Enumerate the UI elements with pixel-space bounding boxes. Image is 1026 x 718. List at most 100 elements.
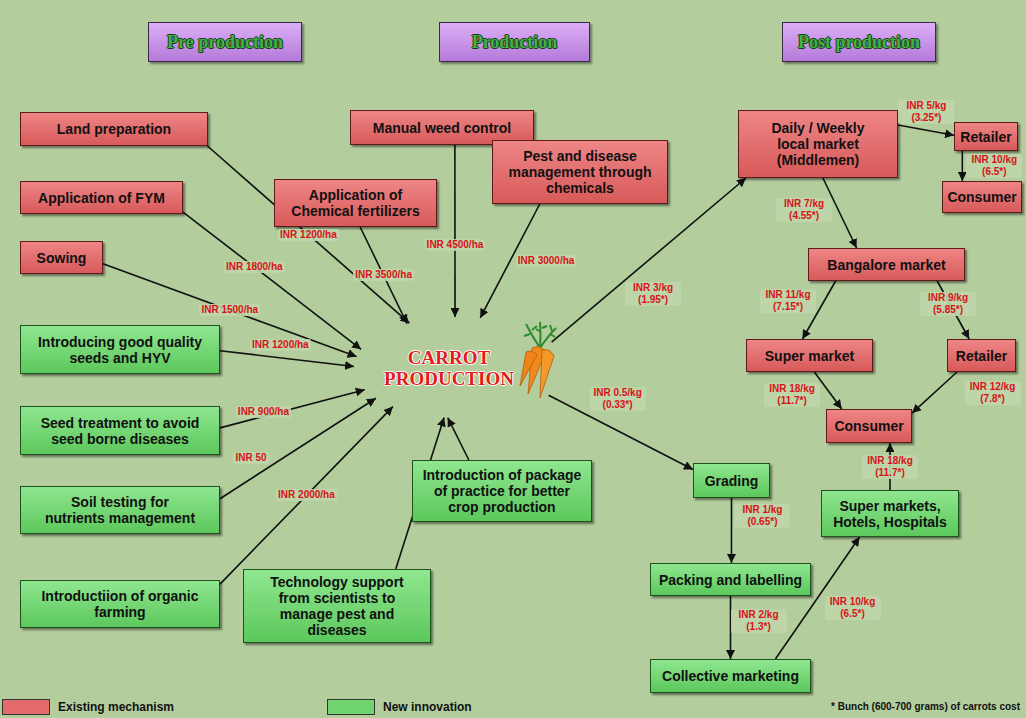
box-text: Grading	[705, 473, 759, 489]
box-text: Pest and disease management through chem…	[498, 148, 662, 196]
stage-header: Post production	[782, 22, 936, 62]
existing-box: Land preparation	[20, 112, 208, 146]
flow-arrow	[207, 146, 409, 323]
price-label: INR 2000/ha	[276, 489, 337, 501]
price-label-box: INR 3500/ha	[353, 269, 414, 281]
price-label-box: INR 10/kg (6.5*)	[825, 596, 881, 620]
existing-box: Bangalore market	[808, 248, 965, 281]
price-label: INR 0.5/kg (0.33*)	[590, 387, 646, 411]
price-label: INR 11/kg (7.15*)	[760, 289, 816, 313]
innovation-box: Seed treatment to avoid seed borne disea…	[20, 406, 220, 455]
existing-box: Super market	[746, 339, 873, 372]
box-text: Bangalore market	[827, 257, 945, 273]
price-label-box: INR 11/kg (7.15*)	[760, 289, 816, 313]
box-text: Soil testing for nutrients management	[42, 494, 198, 526]
box-text: Post production	[798, 32, 920, 52]
price-label: INR 10/kg (6.5*)	[825, 596, 881, 620]
price-label-box: INR 4500/ha	[425, 239, 486, 251]
price-label-box: INR 3/kg (1.95*)	[625, 282, 681, 306]
existing-box: Daily / Weekly local market (Middlemen)	[738, 110, 898, 178]
existing-box: Consumer	[942, 181, 1022, 213]
price-label-box: INR 10/kg (6.5*)	[966, 154, 1022, 178]
price-label: INR 18/kg (11.7*)	[764, 383, 820, 407]
box-text: Production	[472, 32, 558, 52]
price-label-box: INR 7/kg (4.55*)	[776, 198, 832, 222]
box-text: Introductiion of organic farming	[30, 588, 210, 620]
box-text: Packing and labelling	[659, 572, 802, 588]
box-text: Collective marketing	[662, 668, 799, 684]
legend-entry: New innovation	[327, 699, 472, 715]
legend-text: Existing mechanism	[58, 700, 174, 714]
existing-box: Sowing	[20, 241, 103, 274]
price-label: INR 3500/ha	[353, 269, 414, 281]
legend-swatch	[327, 699, 375, 715]
price-label: INR 3000/ha	[516, 255, 577, 267]
stage-header: Production	[439, 22, 590, 62]
price-label-box: INR 5/kg (3.25*)	[898, 100, 954, 124]
innovation-box: Packing and labelling	[650, 563, 811, 596]
innovation-box: Grading	[693, 463, 770, 498]
flow-arrow	[220, 390, 365, 428]
flow-arrow	[912, 372, 957, 413]
innovation-box: Collective marketing	[650, 659, 811, 693]
box-text: Introduction of package of practice for …	[420, 467, 585, 515]
price-label: INR 1500/ha	[199, 304, 260, 316]
flow-arrow	[448, 418, 469, 460]
price-label-box: INR 18/kg (11.7*)	[862, 455, 918, 479]
price-label: INR 10/kg (6.5*)	[966, 154, 1022, 178]
flow-arrow	[962, 151, 964, 181]
price-label: INR 4500/ha	[425, 239, 486, 251]
existing-box: Consumer	[826, 409, 912, 443]
price-label-box: INR 0.5/kg (0.33*)	[590, 387, 646, 411]
flow-arrow	[731, 498, 733, 563]
box-text: Technology support from scientists to ma…	[262, 574, 412, 638]
price-label-box: INR 2000/ha	[276, 489, 337, 501]
box-text: Super market	[765, 348, 854, 364]
footnote: * Bunch (600-700 grams) of carrots cost	[831, 701, 1020, 713]
box-text: Manual weed control	[373, 120, 511, 136]
stage-header: Pre production	[148, 22, 302, 62]
price-label-box: INR 50	[233, 452, 268, 464]
price-label-box: INR 1200/ha	[278, 229, 339, 241]
price-label-box: INR 12/kg (7.8*)	[965, 381, 1021, 405]
box-text: Sowing	[37, 250, 87, 266]
price-label: INR 50	[233, 452, 268, 464]
flow-arrow	[220, 407, 393, 585]
innovation-box: Introductiion of organic farming	[20, 580, 220, 628]
price-label: INR 3/kg (1.95*)	[625, 282, 681, 306]
innovation-box: Super markets, Hotels, Hospitals	[821, 490, 959, 537]
box-text: Consumer	[947, 189, 1016, 205]
legend-text: New innovation	[383, 700, 472, 714]
box-text: Retailer	[956, 348, 1007, 364]
legend-swatch	[2, 699, 50, 715]
box-text: Seed treatment to avoid seed borne disea…	[30, 415, 210, 447]
price-label: INR 900/ha	[236, 406, 291, 418]
price-label: INR 1/kg (0.65*)	[734, 504, 790, 528]
box-text: Consumer	[834, 418, 903, 434]
box-text: Land preparation	[57, 121, 171, 137]
innovation-box: Introduction of package of practice for …	[412, 460, 592, 522]
existing-box: Application of Chemical fertilizers	[274, 179, 437, 227]
box-text: Introducing good quality seeds and HYV	[30, 334, 210, 366]
price-label-box: INR 18/kg (11.7*)	[764, 383, 820, 407]
price-label-box: INR 3000/ha	[516, 255, 577, 267]
price-label: INR 1200/ha	[250, 339, 311, 351]
price-label: INR 18/kg (11.7*)	[862, 455, 918, 479]
price-label: INR 1800/ha	[224, 261, 285, 273]
legend-entry: Existing mechanism	[2, 699, 174, 715]
existing-box: Application of FYM	[20, 181, 183, 214]
flow-arrow	[454, 145, 456, 317]
box-text: Pre production	[167, 32, 283, 52]
flow-arrow	[898, 125, 954, 135]
existing-box: Retailer	[954, 122, 1018, 151]
box-text: CARROT PRODUCTION	[374, 347, 524, 389]
price-label: INR 12/kg (7.8*)	[965, 381, 1021, 405]
price-label-box: INR 900/ha	[236, 406, 291, 418]
innovation-box: Technology support from scientists to ma…	[243, 569, 431, 643]
box-text: Application of Chemical fertilizers	[286, 187, 426, 219]
footnote-box: * Bunch (600-700 grams) of carrots cost	[831, 701, 1020, 713]
price-label: INR 7/kg (4.55*)	[776, 198, 832, 222]
box-text: Super markets, Hotels, Hospitals	[828, 498, 953, 530]
price-label-box: INR 1/kg (0.65*)	[734, 504, 790, 528]
price-label: INR 1200/ha	[278, 229, 339, 241]
